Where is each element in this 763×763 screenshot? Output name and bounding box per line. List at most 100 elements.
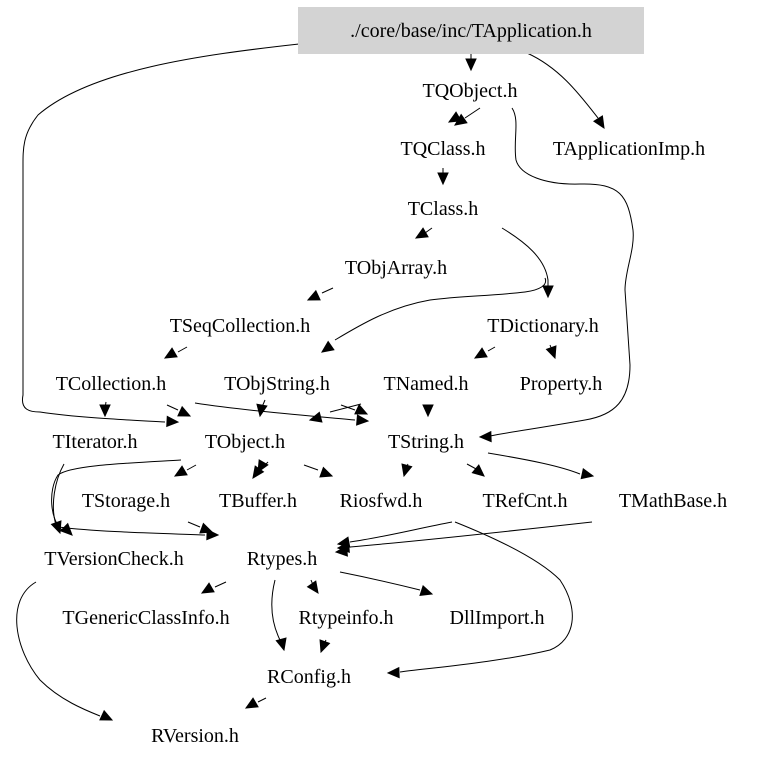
edge-line [166,404,179,411]
node-label: TCollection.h [56,373,167,395]
edge-arrowhead [422,404,434,418]
node-label: TGenericClassInfo.h [62,607,229,629]
node-TApplication[interactable]: ./core/base/inc/TApplication.h [298,7,644,54]
edges-layer [16,43,634,721]
node-label: TVersionCheck.h [44,548,183,570]
edge-line [329,403,362,413]
node-label: TClass.h [408,198,479,220]
edge-TDictionary-to-TNamed [473,346,496,359]
node-TNamed[interactable]: TNamed.h [384,373,469,395]
edge-arrowhead [244,697,259,709]
node-label: TString.h [388,431,464,453]
edge-TDictionary-to-Property [545,344,557,360]
nodes-layer: ./core/base/inc/TApplication.hTQObject.h… [44,7,727,747]
node-label: TIterator.h [53,431,138,453]
node-label: TObjString.h [224,373,330,395]
node-label: TStorage.h [82,490,170,512]
node-TStorage[interactable]: TStorage.h [82,490,170,512]
edge-Rtypes-to-RConfig [271,579,287,652]
node-TBuffer[interactable]: TBuffer.h [219,490,297,512]
edge-arrowhead [593,115,605,130]
node-label: TRefCnt.h [483,490,568,512]
node-TRefCnt[interactable]: TRefCnt.h [483,490,568,512]
edge-TCollection-to-TObject [166,404,192,417]
node-label: TQObject.h [423,80,518,102]
edge-arrowhead [199,522,214,534]
node-label: DllImport.h [450,607,545,629]
edge-line [257,697,267,703]
edge-TRefCnt-to-RConfig [386,521,573,679]
edge-line [340,404,356,411]
node-TSeqCollection[interactable]: TSeqCollection.h [170,315,311,337]
edge-line [21,43,300,423]
edge-line [487,346,496,352]
edge-line [214,581,227,588]
node-label: TQClass.h [401,138,486,160]
node-RVersion[interactable]: RVersion.h [151,725,239,747]
node-label: TBuffer.h [219,490,297,512]
edge-arrowhead [308,411,323,423]
node-label: TMathBase.h [619,490,727,512]
edge-TObjArray-to-TSeqCollection [306,287,334,301]
node-TIterator[interactable]: TIterator.h [53,431,138,453]
edge-line [339,571,421,591]
edge-TObjString-to-TObject [256,399,268,418]
node-TVersionCheck[interactable]: TVersionCheck.h [44,548,183,570]
edge-line [52,463,65,526]
edge-arrowhead [177,405,192,417]
edge-line [194,402,356,421]
edge-arrowhead [173,465,188,477]
node-TObject[interactable]: TObject.h [205,431,285,453]
edge-TQClass-to-TClass [437,168,449,186]
edge-arrowhead [256,403,268,418]
node-TGenericClassInfo[interactable]: TGenericClassInfo.h [62,607,229,629]
edge-TApplication-to-TApplicationImp [526,52,605,130]
node-TQClass[interactable]: TQClass.h [401,138,486,160]
edge-TClass-to-TObjArray [414,227,433,239]
node-Rtypeinfo[interactable]: Rtypeinfo.h [299,607,394,629]
edge-line [16,581,101,717]
node-TObjArray[interactable]: TObjArray.h [345,257,447,279]
edge-line [57,526,206,536]
node-Riosfwd[interactable]: Riosfwd.h [340,490,423,512]
edge-TString-to-TRefCnt [466,463,485,477]
edge-arrowhead [545,345,557,360]
edge-TClass-to-TObjString [321,277,547,353]
node-label: Riosfwd.h [340,490,423,512]
edge-TString-to-TMathBase [487,452,595,480]
node-label: TObjArray.h [345,257,447,279]
edge-arrowhead [414,227,429,239]
node-TCollection[interactable]: TCollection.h [56,373,167,395]
node-label: Property.h [520,373,603,395]
node-RConfig[interactable]: RConfig.h [267,666,351,688]
node-TMathBase[interactable]: TMathBase.h [619,490,727,512]
edge-line [271,579,281,641]
node-TDictionary[interactable]: TDictionary.h [487,315,598,337]
node-TClass[interactable]: TClass.h [408,198,479,220]
node-Property[interactable]: Property.h [520,373,603,395]
edge-arrowhead [319,466,334,478]
edge-line [334,277,547,341]
node-DllImport[interactable]: DllImport.h [450,607,545,629]
edge-TSeqCollection-to-TCollection [163,346,188,359]
edge-arrowhead [354,403,369,415]
node-TQObject[interactable]: TQObject.h [423,80,518,102]
node-Rtypes[interactable]: Rtypes.h [247,548,318,570]
edge-line [177,346,188,353]
edge-RConfig-to-RVersion [244,697,267,709]
edge-arrowhead [163,347,178,359]
node-label: TNamed.h [384,373,469,395]
node-label: RVersion.h [151,725,239,747]
node-TObjString[interactable]: TObjString.h [224,373,330,395]
edge-line [487,452,581,475]
node-label: TObject.h [205,431,285,453]
edge-arrowhead [306,580,319,594]
edge-arrowhead [319,639,331,654]
edge-line [399,521,573,673]
node-label: TSeqCollection.h [170,315,311,337]
edge-line [489,107,634,437]
edge-TCollection-to-TIterator [99,401,111,418]
node-TApplicationImp[interactable]: TApplicationImp.h [553,138,705,160]
node-TString[interactable]: TString.h [388,431,464,453]
